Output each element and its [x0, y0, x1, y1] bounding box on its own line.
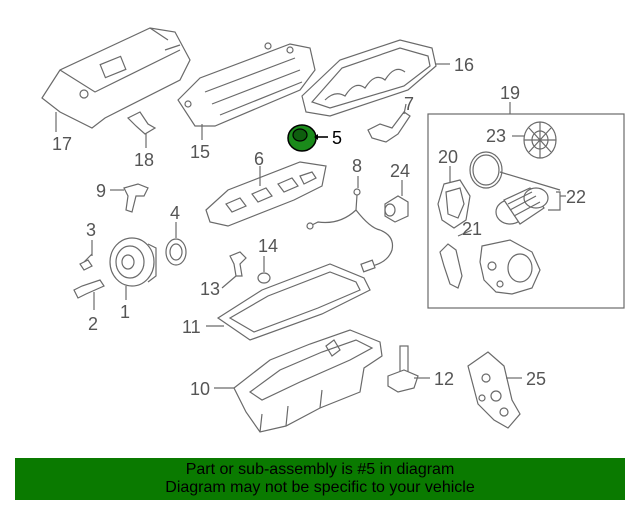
part-23-filter-cap[interactable] — [523, 121, 557, 159]
callout-16: 16 — [454, 55, 474, 75]
callout-4: 4 — [170, 203, 180, 223]
callout-5: 5 — [332, 128, 342, 148]
banner-line-2: Diagram may not be specific to your vehi… — [165, 479, 475, 496]
callout-12: 12 — [434, 369, 454, 389]
part-3-bolt[interactable] — [79, 253, 93, 271]
part-11-oil-pan-gasket[interactable] — [216, 263, 371, 341]
part-25-cover[interactable] — [467, 351, 521, 429]
banner-line-1: Part or sub-assembly is #5 in diagram — [185, 461, 455, 478]
callout-19: 19 — [500, 83, 520, 103]
part-22-filter-element[interactable] — [495, 187, 549, 225]
part-24-sensor[interactable] — [384, 195, 409, 223]
part-14-o-ring[interactable] — [257, 272, 271, 284]
callout-23: 23 — [486, 126, 506, 146]
callout-15: 15 — [190, 142, 210, 162]
callout-3: 3 — [86, 220, 96, 240]
part-4-seal[interactable] — [165, 238, 187, 266]
callout-14: 14 — [258, 236, 278, 256]
group-19-box — [427, 113, 625, 309]
callout-25: 25 — [526, 369, 546, 389]
part-5-seal-ring[interactable] — [287, 124, 317, 152]
part-2-bolt[interactable] — [73, 279, 105, 299]
callout-13: 13 — [200, 279, 220, 299]
part-7-sensor[interactable] — [367, 111, 411, 143]
callout-6: 6 — [254, 149, 264, 169]
part-6-manifold-gasket[interactable] — [205, 161, 327, 227]
part-12-sensor[interactable] — [387, 345, 419, 393]
callout-21: 21 — [462, 219, 482, 239]
callout-2: 2 — [88, 314, 98, 334]
callout-17: 17 — [52, 134, 72, 154]
parts-diagram: 17 18 15 16 5 7 6 — [41, 27, 625, 433]
part-22-o-ring[interactable] — [469, 151, 503, 189]
callout-20: 20 — [438, 147, 458, 167]
callout-11: 11 — [182, 317, 201, 337]
part-15-valve-cover[interactable] — [177, 42, 316, 127]
part-16-gasket[interactable] — [301, 39, 437, 117]
part-1-pulley[interactable] — [109, 237, 157, 287]
callout-8: 8 — [352, 156, 362, 176]
part-10-oil-pan[interactable] — [233, 329, 383, 433]
callout-1: 1 — [120, 302, 130, 322]
callout-22: 22 — [566, 187, 586, 207]
part-20-gasket[interactable] — [437, 179, 471, 229]
part-21-filter-housing[interactable] — [439, 239, 541, 295]
part-17-engine-cover[interactable] — [41, 27, 191, 129]
callout-7: 7 — [404, 94, 414, 114]
callout-18: 18 — [134, 150, 154, 170]
part-9-sensor[interactable] — [123, 183, 149, 213]
part-13-sensor[interactable] — [229, 251, 247, 277]
callout-10: 10 — [190, 379, 210, 399]
part-18-bracket[interactable] — [126, 111, 157, 135]
callout-9: 9 — [96, 181, 106, 201]
part-8-oxygen-sensor[interactable] — [306, 188, 394, 273]
callout-24: 24 — [390, 161, 410, 181]
part-notice-banner: Part or sub-assembly is #5 in diagram Di… — [15, 458, 625, 500]
